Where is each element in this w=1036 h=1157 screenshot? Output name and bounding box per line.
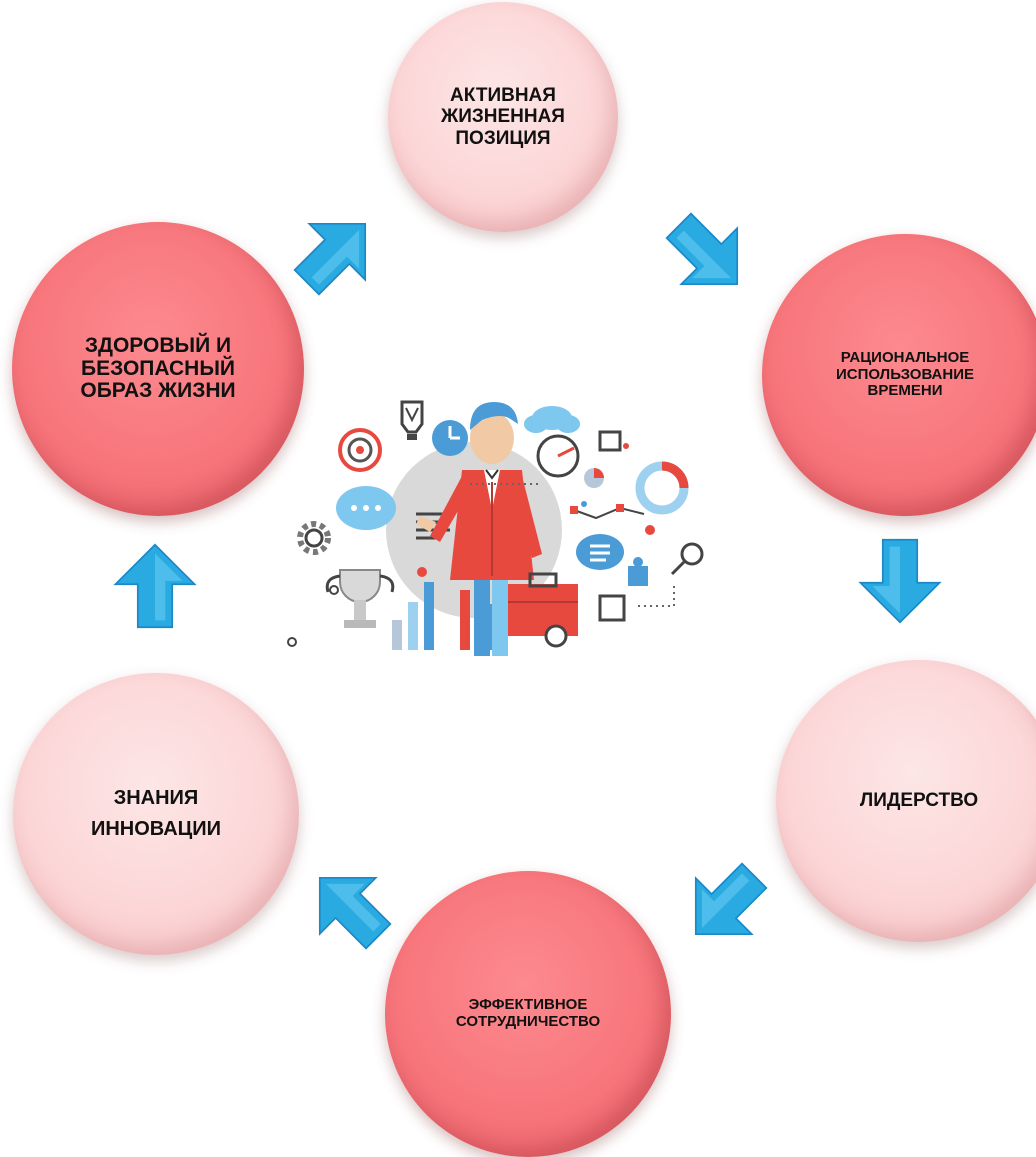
arrow-healthy-to-active (275, 192, 397, 314)
arrow-down-left-icon (694, 862, 768, 936)
pie-icon (584, 468, 604, 488)
gear-icon (297, 521, 331, 555)
arrow-up-right-icon (293, 222, 367, 296)
arrow-active-to-time (647, 194, 769, 316)
arrow-time-to-leadership (857, 538, 943, 624)
message-bubble-icon (576, 534, 624, 570)
magnifier-icon (670, 542, 704, 576)
node-knowledge-innovation: ЗНАНИЯ ИННОВАЦИИ (13, 673, 299, 955)
node-leadership: ЛИДЕРСТВО (776, 660, 1036, 942)
node-healthy-safe-lifestyle: ЗДОРОВЫЙ И БЕЗОПАСНЫЙ ОБРАЗ ЖИЗНИ (12, 222, 304, 516)
puzzle-icon (598, 557, 648, 622)
briefcase-icon (508, 572, 578, 648)
arrow-down-icon (858, 538, 942, 624)
donut-chart-icon (635, 461, 689, 515)
arrow-down-right-icon (665, 212, 739, 286)
chat-bubble-icon (336, 486, 396, 530)
businessman-figure-icon (416, 402, 542, 656)
arrow-knowledge-to-healthy (112, 543, 198, 629)
cloud-icon (524, 406, 580, 433)
businessman-illustration (274, 390, 710, 660)
arrow-cooperation-to-knowledge (288, 846, 410, 968)
lightbulb-icon (400, 400, 424, 440)
square-icon (598, 430, 622, 452)
node-rational-time-use: РАЦИОНАЛЬНОЕ ИСПОЛЬЗОВАНИЕ ВРЕМЕНИ (762, 234, 1036, 516)
arrow-leadership-to-cooperation (664, 844, 786, 966)
arrow-up-icon (113, 543, 197, 629)
line-chart-icon (570, 504, 645, 520)
stopwatch-icon (536, 434, 580, 478)
node-effective-cooperation: ЭФФЕКТИВНОЕ СОТРУДНИЧЕСТВО (385, 871, 671, 1157)
trophy-icon (325, 569, 395, 628)
clock-icon (432, 420, 468, 456)
arrow-up-left-icon (318, 876, 392, 950)
target-icon (338, 428, 382, 472)
node-active-life-position: АКТИВНАЯ ЖИЗНЕННАЯ ПОЗИЦИЯ (388, 2, 618, 232)
